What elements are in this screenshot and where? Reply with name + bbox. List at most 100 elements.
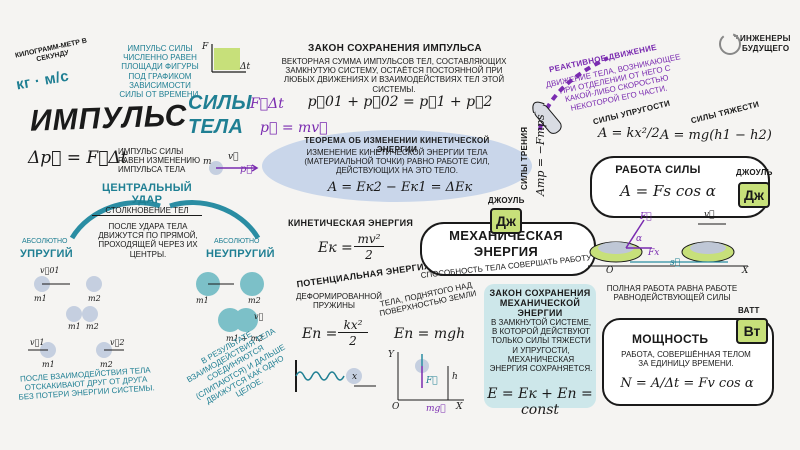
brand-logo: ИНЖЕНЕРЫ БУДУЩЕГО xyxy=(718,22,790,70)
momentum-law-formula: p⃗01 + p⃗02 = p⃗1 + p⃗2 xyxy=(307,94,493,110)
collision-text: ПОСЛЕ УДАРА ТЕЛА ДВИЖУТСЯ ПО ПРЯМОЙ, ПРО… xyxy=(98,222,198,259)
force-time-graph xyxy=(211,44,246,73)
body-energy-formula: Eп = mgh xyxy=(394,326,466,342)
work-caption: ПОЛНАЯ РАБОТА РАВНА РАБОТЕ РАВНОДЕЙСТВУЮ… xyxy=(606,284,738,303)
collision-subtitle: СТОЛКНОВЕНИЕ ТЕЛ xyxy=(92,206,202,217)
spring-x-label: x xyxy=(352,372,358,382)
power-title: МОЩНОСТЬ xyxy=(632,332,709,346)
tela-formula: p⃗ = mv⃗ xyxy=(260,120,328,136)
impulse-change-text: ИМПУЛЬС СИЛЫ РАВЕН ИЗМЕНЕНИЮ ИМПУЛЬСА ТЕ… xyxy=(118,147,201,175)
elastic-small: АБСОЛЮТНО xyxy=(22,238,68,245)
kinetic-theorem-formula: A = Eк2 − Eк1 = ΔEк xyxy=(327,180,473,195)
kinetic-energy-lhs: Eк = xyxy=(318,240,353,256)
power-watt-label: ВАТТ xyxy=(738,306,760,315)
mv-m: m xyxy=(203,157,212,167)
momentum-law-text: ВЕКТОРНАЯ СУММА ИМПУЛЬСОВ ТЕЛ, СОСТАВЛЯЮ… xyxy=(281,57,507,94)
m2-label-b: m2 xyxy=(86,322,99,331)
work-fx-label: Fx xyxy=(648,248,660,258)
height-y-label: Y xyxy=(388,350,394,360)
raised-body-label: ТЕЛА, ПОДНЯТОГО НАД ПОВЕРХНОСТЬЮ ЗЕМЛИ xyxy=(378,280,478,319)
mv-v: v⃗ xyxy=(228,152,239,162)
height-x-label: X xyxy=(456,402,463,412)
inelastic-title: НЕУПРУГИЙ xyxy=(206,248,275,260)
collision-arrows xyxy=(69,200,261,240)
spring-diagram xyxy=(295,360,376,392)
spring-energy-num: kx² xyxy=(338,318,368,333)
m1-label-b: m1 xyxy=(68,322,81,331)
kinetic-theorem-title: ТЕОРЕМА ОБ ИЗМЕНЕНИИ КИНЕТИЧЕСКОЙ ЭНЕРГИ… xyxy=(304,136,490,155)
mechanical-energy-title1: МЕХАНИЧЕСКАЯ xyxy=(449,228,563,243)
graph-dt-label: Δt xyxy=(240,62,251,72)
potential-energy-title: ПОТЕНЦИАЛЬНАЯ ЭНЕРГИЯ xyxy=(295,260,432,290)
work-s-label: s⃗ xyxy=(670,258,681,268)
friction-work-label: СИЛЫ ТРЕНИЯ xyxy=(520,126,529,190)
height-h-label: h xyxy=(452,372,458,382)
v01-label: v⃗01 xyxy=(40,266,60,275)
m1-label-a: m1 xyxy=(34,294,47,303)
mechanical-joule-badge: Дж xyxy=(490,208,522,234)
elastic-diagram xyxy=(28,276,124,358)
v2-label: v⃗2 xyxy=(110,338,125,347)
spring-label: ДЕФОРМИРОВАННОЙ ПРУЖИНЫ xyxy=(296,292,383,311)
m2-label-d: m2 xyxy=(248,296,261,305)
reactive-arrow xyxy=(538,56,609,131)
height-mg-label: mg⃗ xyxy=(426,404,446,414)
gravity-work-label: СИЛЫ ТЯЖЕСТИ xyxy=(689,99,761,126)
work-x-label: X xyxy=(742,266,749,276)
work-title: РАБОТА СИЛЫ xyxy=(615,164,701,176)
spring-energy-den: 2 xyxy=(349,334,357,348)
work-o-label: O xyxy=(606,266,614,276)
brand-line2: БУДУЩЕГО xyxy=(742,44,790,53)
work-alpha-label: α xyxy=(636,234,643,244)
sily-formula: F⃗Δt xyxy=(250,96,284,112)
m1m2-label: m1 + m2 xyxy=(226,334,264,343)
mv-p: p⃗ xyxy=(240,164,253,175)
impulse-change-formula: Δp⃗ = F⃗Δt xyxy=(28,148,128,168)
v1-label: v⃗1 xyxy=(30,338,45,347)
inelastic-small: АБСОЛЮТНО xyxy=(214,238,260,245)
spring-energy-lhs: Eп = xyxy=(302,326,338,342)
kinetic-theorem-bubble xyxy=(262,130,532,202)
rocket-icon xyxy=(532,101,562,134)
m2-label-c: m2 xyxy=(100,360,113,369)
brand-line1: ИНЖЕНЕРЫ xyxy=(740,34,791,43)
power-text: РАБОТА, СОВЕРШЁННАЯ ТЕЛОМ ЗА ЕДИНИЦУ ВРЕ… xyxy=(621,350,751,369)
graph-f-label: F xyxy=(202,42,209,52)
kinetic-energy-den: 2 xyxy=(365,248,373,262)
mechanical-joule-label: ДЖОУЛЬ xyxy=(488,196,525,205)
energy-law-text: В ЗАМКНУТОЙ СИСТЕМЕ, В КОТОРОЙ ДЕЙСТВУЮТ… xyxy=(489,318,593,373)
power-watt-badge: Вт xyxy=(736,318,768,344)
m1-label-c: m1 xyxy=(42,360,55,369)
work-formula: A = Fs cos α xyxy=(620,182,716,200)
sily-label: СИЛЫ xyxy=(188,92,252,114)
units: кг · м/с xyxy=(14,67,71,94)
impulse-title: ИМПУЛЬС xyxy=(29,99,188,138)
kinetic-energy-title: КИНЕТИЧЕСКАЯ ЭНЕРГИЯ xyxy=(288,218,414,228)
mv-diagram xyxy=(209,161,259,175)
energy-law-panel xyxy=(484,284,596,408)
inelastic-diagram xyxy=(196,272,264,332)
force-impulse-text: ИМПУЛЬС СИЛЫ ЧИСЛЕННО РАВЕН ПЛОЩАДИ ФИГУ… xyxy=(119,44,201,99)
work-joule-badge: Дж xyxy=(738,182,770,208)
energy-law-formula: E = Eк + Eп = const xyxy=(487,386,593,418)
elastic-work-formula: A = kx²/2 xyxy=(598,126,660,141)
work-f-label: F⃗ xyxy=(640,212,652,222)
work-v-label: v⃗ xyxy=(704,210,715,220)
mechanical-energy-title2: ЭНЕРГИЯ xyxy=(473,244,539,259)
energy-law-title: ЗАКОН СОХРАНЕНИЯ МЕХАНИЧЕСКОЙ ЭНЕРГИИ xyxy=(489,288,591,318)
tela-label: ТЕЛА xyxy=(188,116,244,138)
collision-title: ЦЕНТРАЛЬНЫЙ УДАР xyxy=(101,182,193,206)
v-label-inelastic: v⃗ xyxy=(254,312,264,321)
height-o-label: O xyxy=(392,402,400,412)
units-caption: КИЛОГРАММ-МЕТР В СЕКУНДУ xyxy=(14,37,88,64)
gravity-work-formula: A = mg(h1 − h2) xyxy=(660,128,772,143)
m1-label-d: m1 xyxy=(196,296,209,305)
momentum-law-title: ЗАКОН СОХРАНЕНИЯ ИМПУЛЬСА xyxy=(308,43,482,54)
m2-label-a: m2 xyxy=(88,294,101,303)
logo-icon xyxy=(719,33,741,55)
height-f-label: F⃗ xyxy=(426,376,438,386)
height-diagram xyxy=(397,352,464,401)
power-formula: N = A/Δt = Fv cos α xyxy=(620,376,754,391)
work-joule-label: ДЖОУЛЬ xyxy=(736,168,773,177)
kinetic-energy-num: mv² xyxy=(354,232,384,247)
